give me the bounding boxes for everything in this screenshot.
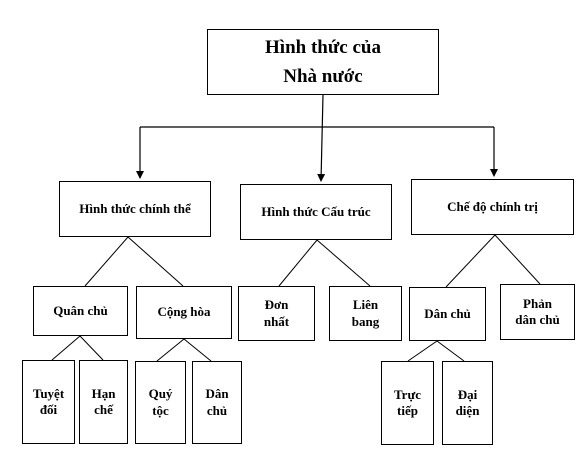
- connector-tuyet-doi: [51, 335, 81, 361]
- node-quan-chu: Quân chủ: [33, 286, 128, 336]
- connector-han-che: [79, 335, 104, 361]
- node-don-nhat-label: Đơn nhất: [263, 297, 290, 329]
- node-hinh-thuc-chinh-the-label: Hình thức chính thể: [79, 200, 191, 216]
- node-hinh-thuc-cau-truc: Hình thức Cấu trúc: [240, 184, 392, 240]
- node-dan-chu-label: Dân chủ: [424, 305, 471, 321]
- node-tuyet-doi: Tuyệt đối: [22, 360, 75, 444]
- node-quan-chu-label: Quân chủ: [53, 302, 108, 318]
- node-cong-hoa-label: Cộng hòa: [157, 304, 211, 320]
- node-lien-bang-label: Liên bang: [351, 297, 380, 329]
- node-lien-bang: Liên bang: [329, 286, 402, 341]
- connector-don-nhat: [278, 239, 318, 287]
- root-connector: [317, 94, 326, 182]
- root-node: Hình thức của Nhà nước: [207, 29, 439, 95]
- node-dan-chu-cong-hoa-label: Dân chủ: [205, 386, 229, 418]
- node-quy-toc: Quý tộc: [135, 361, 186, 444]
- root-node-label: Hình thức của Nhà nước: [265, 36, 381, 87]
- connector-quy-toc: [156, 338, 185, 362]
- node-dan-chu: Dân chủ: [409, 287, 486, 341]
- node-tuyet-doi-label: Tuyệt đối: [32, 385, 65, 417]
- node-hinh-thuc-cau-truc-label: Hình thức Cấu trúc: [261, 203, 371, 219]
- node-che-do-chinh-tri-label: Chế độ chính trị: [447, 198, 538, 214]
- connector-cong-hoa: [127, 236, 184, 287]
- connector-truc-tiep: [407, 340, 438, 362]
- connector-dan-chu-2: [183, 338, 212, 362]
- node-phan-dan-chu: Phản dân chủ: [500, 284, 575, 340]
- connector-dan-chu: [445, 234, 496, 288]
- node-cong-hoa: Cộng hòa: [136, 286, 232, 339]
- node-che-do-chinh-tri: Chế độ chính trị: [411, 179, 574, 235]
- node-hinh-thuc-chinh-the: Hình thức chính thể: [59, 181, 211, 237]
- node-han-che-label: Hạn chế: [91, 385, 116, 417]
- node-han-che: Hạn chế: [79, 360, 128, 444]
- node-dai-dien-label: Đại diện: [455, 386, 480, 418]
- connector-phan-dan-chu: [494, 234, 541, 285]
- node-quy-toc-label: Quý tộc: [148, 386, 173, 418]
- node-phan-dan-chu-label: Phản dân chủ: [515, 295, 560, 327]
- connector-quan-chu: [84, 236, 129, 287]
- connector-lien-bang: [316, 239, 371, 287]
- node-truc-tiep-label: Trực tiếp: [393, 386, 422, 418]
- node-don-nhat: Đơn nhất: [238, 286, 315, 341]
- connector-dai-dien: [436, 340, 465, 362]
- node-dan-chu-cong-hoa: Dân chủ: [192, 361, 242, 444]
- node-dai-dien: Đại diện: [442, 361, 493, 445]
- node-truc-tiep: Trực tiếp: [381, 361, 434, 445]
